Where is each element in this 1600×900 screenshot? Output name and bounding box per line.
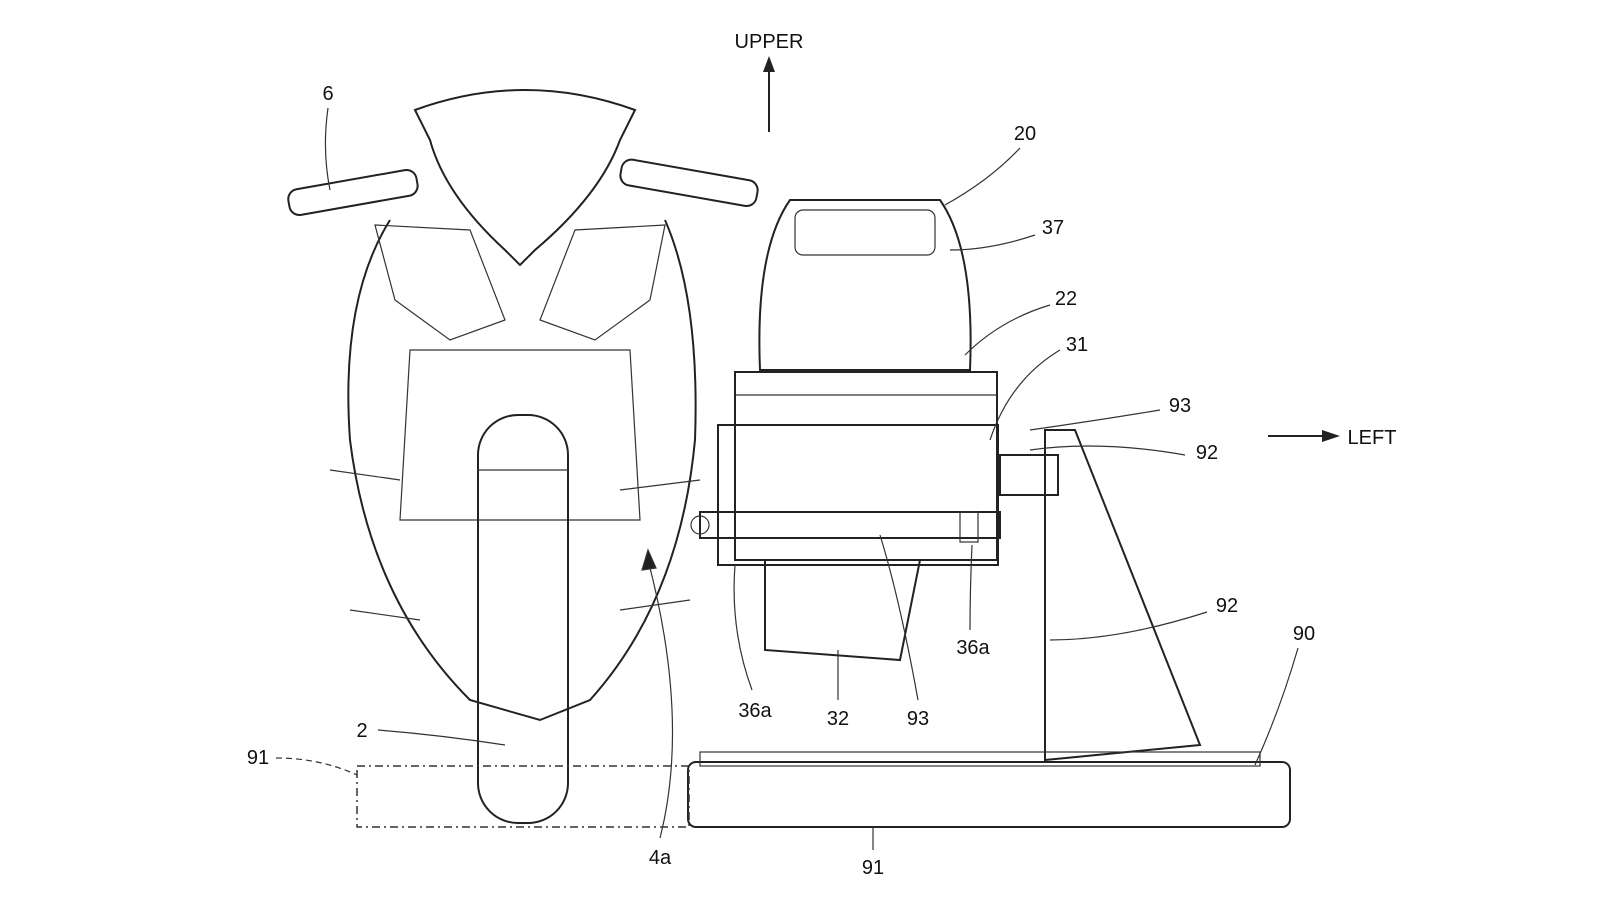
label-91-bottom: 91 xyxy=(862,857,884,879)
left-label: LEFT xyxy=(1348,427,1397,449)
upper-direction-arrow: UPPER xyxy=(735,31,804,132)
upper-label: UPPER xyxy=(735,31,804,53)
label-37: 37 xyxy=(1042,217,1064,239)
label-31: 31 xyxy=(1066,334,1088,356)
headlight-left xyxy=(539,224,666,341)
base-91-solid xyxy=(687,761,1291,828)
label-90: 90 xyxy=(1293,623,1315,645)
handlebar-left xyxy=(287,168,419,216)
left-direction-arrow: LEFT xyxy=(1268,427,1396,449)
windscreen xyxy=(413,89,637,267)
base-91-dashed xyxy=(356,765,690,828)
leader-lines xyxy=(275,107,1299,850)
battery-bottom xyxy=(764,559,921,662)
label-22: 22 xyxy=(1055,288,1077,310)
label-6: 6 xyxy=(322,83,333,105)
label-92-upper: 92 xyxy=(1196,442,1218,464)
charging-station-base xyxy=(356,751,1291,828)
label-92-lower: 92 xyxy=(1216,595,1238,617)
label-93-upper: 93 xyxy=(1169,395,1191,417)
fairing xyxy=(347,219,697,722)
front-tire xyxy=(477,414,569,824)
label-2: 2 xyxy=(356,720,367,742)
support-92 xyxy=(1044,429,1202,762)
label-20: 20 xyxy=(1014,123,1036,145)
battery-handle xyxy=(758,199,972,371)
label-4a: 4a xyxy=(649,847,672,869)
label-36a-right: 36a xyxy=(956,637,990,659)
label-36a-left: 36a xyxy=(738,700,772,722)
battery-case xyxy=(734,371,998,561)
support-stand xyxy=(999,429,1202,762)
label-93-lower: 93 xyxy=(907,708,929,730)
motorcycle-front-view xyxy=(287,89,759,824)
battery-unit xyxy=(690,199,1001,662)
rail-93 xyxy=(699,511,1001,539)
label-91-left: 91 xyxy=(247,747,269,769)
handlebar-right xyxy=(619,158,759,208)
label-32: 32 xyxy=(827,708,849,730)
headlight-right xyxy=(374,224,506,341)
